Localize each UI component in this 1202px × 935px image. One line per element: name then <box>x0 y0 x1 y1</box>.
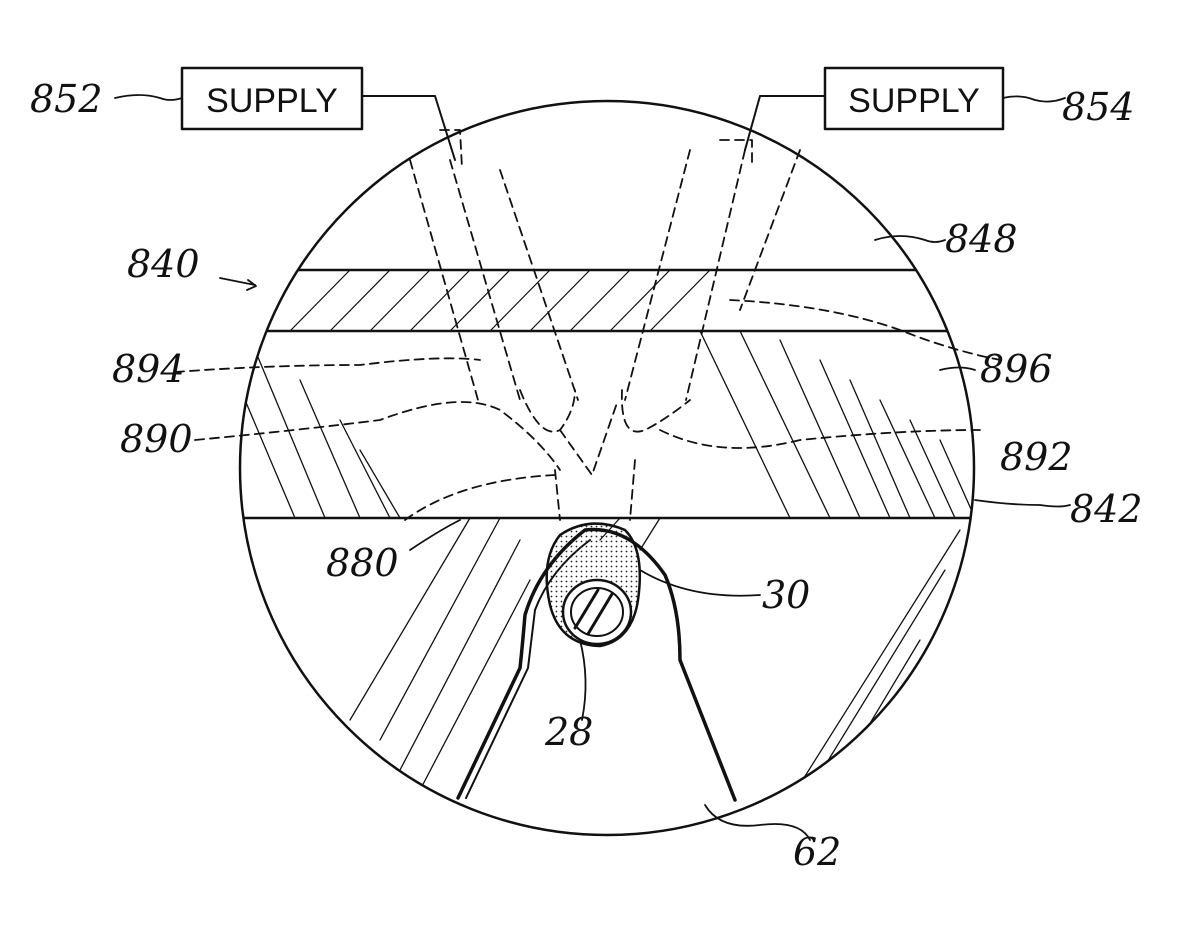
ref-880: 880 <box>326 541 399 585</box>
ref-848: 848 <box>945 217 1018 261</box>
ref-896: 896 <box>980 347 1053 391</box>
supply-right-label: SUPPLY <box>848 82 980 120</box>
ref-842: 842 <box>1070 487 1143 531</box>
ref-30: 30 <box>762 573 810 617</box>
ref-62: 62 <box>793 830 841 874</box>
ref-892: 892 <box>1000 435 1073 479</box>
lead-28-inner <box>571 588 623 636</box>
ref-854: 854 <box>1062 85 1135 129</box>
ref-840: 840 <box>127 242 200 286</box>
supply-right-feed <box>745 96 825 150</box>
supply-box-left: SUPPLY <box>182 68 362 129</box>
ref-890: 890 <box>120 417 193 461</box>
ref-894: 894 <box>112 347 185 391</box>
ref-28: 28 <box>544 710 593 754</box>
hatch-top-band <box>290 270 710 331</box>
supply-left-feed <box>362 96 455 160</box>
dashed-needle-left <box>410 130 578 400</box>
supply-left-label: SUPPLY <box>206 82 338 120</box>
supply-box-right: SUPPLY <box>825 68 1003 129</box>
ref-852: 852 <box>30 77 103 121</box>
detail-circle <box>240 101 974 835</box>
